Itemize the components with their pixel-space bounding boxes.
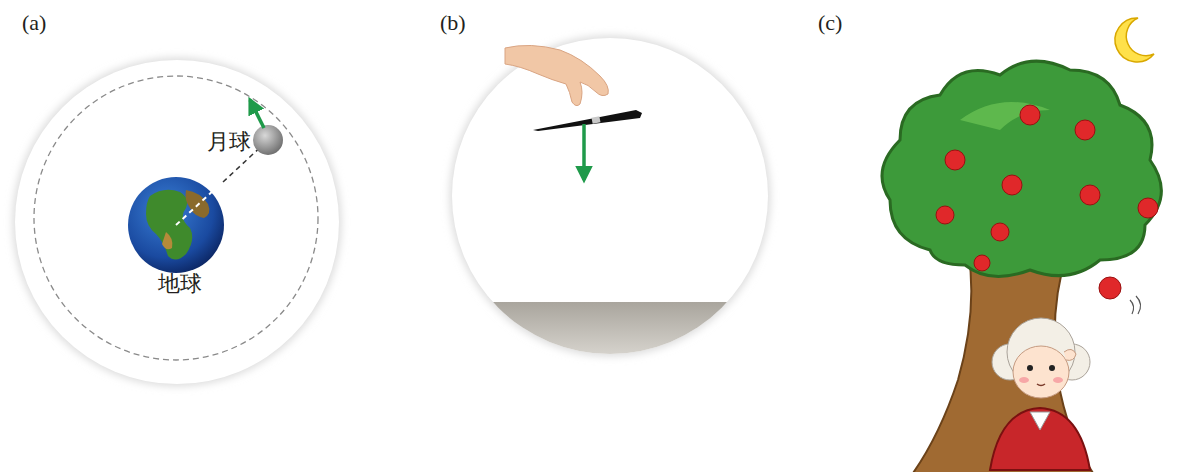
crescent-moon	[1115, 18, 1154, 62]
panel-c	[882, 18, 1161, 472]
earth-land	[162, 232, 172, 249]
newton-mouth	[1037, 384, 1045, 386]
newton-collar	[1030, 412, 1050, 430]
panel-label: (a)	[22, 12, 46, 34]
panel-label: (c)	[818, 12, 842, 34]
newton-face	[1013, 346, 1069, 398]
tree-crown	[882, 61, 1161, 276]
newton-eye	[1027, 365, 1033, 371]
newton-coat	[990, 408, 1090, 470]
newton-eye	[1049, 365, 1055, 371]
hand	[505, 45, 608, 105]
body-name: 月球	[207, 131, 251, 153]
newton-hand	[1064, 349, 1076, 360]
panel-label: (b)	[440, 12, 466, 34]
motion-marks	[1130, 296, 1141, 314]
velocity-arrow	[250, 100, 264, 128]
body-name: 地球	[158, 273, 202, 295]
floor	[440, 302, 780, 362]
pen-body	[533, 110, 642, 131]
crown-highlight	[960, 102, 1050, 130]
center-line	[176, 142, 266, 225]
panel-disc	[15, 60, 339, 384]
moon-body	[253, 125, 283, 155]
panel-shadow	[13, 58, 341, 386]
orbit-path	[34, 76, 318, 360]
newton-cheek	[1053, 377, 1063, 383]
fall-arrow	[582, 124, 586, 180]
pen-band	[592, 116, 601, 123]
newton-cheek	[1019, 377, 1029, 383]
earth-land	[146, 190, 192, 260]
apples	[936, 105, 1158, 299]
panel-b	[440, 36, 780, 362]
tree-trunk	[908, 250, 1098, 472]
panel-a	[13, 58, 341, 386]
